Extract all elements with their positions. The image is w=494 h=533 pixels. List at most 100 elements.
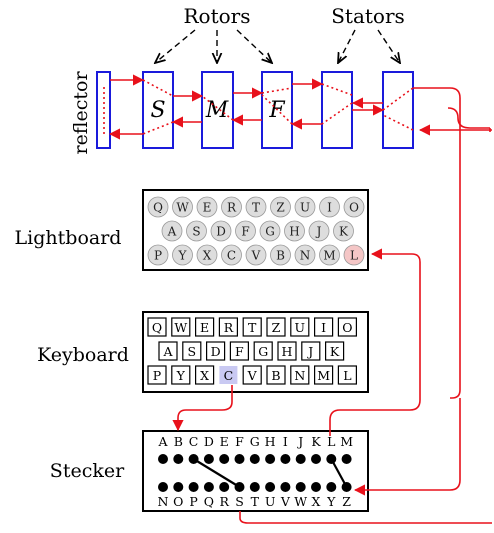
key-letter: P [153,368,161,383]
key-r[interactable] [218,317,238,337]
plug-socket-w[interactable] [295,482,306,492]
lamp-letter: G [265,225,275,239]
stecker-letter: B [174,434,183,449]
lamp-h [284,220,305,242]
lamp-v [245,244,267,266]
key-letter: S [188,344,197,359]
key-y[interactable] [171,365,191,385]
plug-socket-x[interactable] [311,482,321,492]
lamp-s [186,220,207,242]
lamp-p [147,244,169,266]
keyboard-label: Keyboard [37,344,129,366]
plug-socket-f[interactable] [234,454,245,464]
reflector-label: reflector [70,71,92,155]
stecker-letter: X [312,494,321,509]
lamp-letter: X [203,249,212,263]
rotor-s-label: S [150,98,165,123]
stators-heading: Stators [331,4,405,28]
lamp-letter: C [227,249,236,263]
stecker-letter: L [327,434,335,449]
lamp-letter: R [227,201,237,215]
stecker-letter: C [189,434,199,449]
stecker-letter: I [283,434,288,449]
lamp-letter: L [350,249,358,263]
plug-socket-q[interactable] [203,482,214,492]
key-o[interactable] [337,317,357,337]
lamp-d [210,220,232,242]
key-letter: C [224,368,234,383]
key-x[interactable] [195,365,215,385]
key-e[interactable] [195,317,215,337]
lamp-letter: U [300,201,310,215]
plug-socket-g[interactable] [249,454,260,464]
plug-socket-v[interactable] [280,482,291,492]
rotor-signal-path [103,74,492,399]
stecker-letter: N [158,494,169,509]
plug-socket-y[interactable] [326,482,337,492]
lamp-j [308,220,330,242]
key-m[interactable] [314,365,334,385]
stator-2-box [382,71,414,149]
lamp-letter: O [349,201,359,215]
plug-socket-a[interactable] [158,454,168,464]
key-v[interactable] [242,365,262,385]
lamp-t [245,196,267,218]
lamp-f [235,220,256,242]
key-p[interactable] [147,365,167,385]
key-q[interactable] [147,317,167,337]
key-z[interactable] [266,317,286,337]
key-g[interactable] [253,341,273,361]
lamp-letter: A [167,225,177,239]
plug-socket-e[interactable] [219,454,230,464]
key-s[interactable] [182,341,202,361]
key-f[interactable] [229,341,249,361]
lamp-x [196,244,218,266]
key-d[interactable] [206,341,226,361]
lamp-n [294,244,316,266]
plug-socket-i[interactable] [280,454,291,464]
key-h[interactable] [277,341,297,361]
key-k[interactable] [325,341,345,361]
stecker-letter: G [250,434,260,449]
stecker-letter: P [189,494,197,509]
plug-socket-p[interactable] [188,482,199,492]
key-letter: U [295,320,306,335]
key-letter: T [248,320,257,335]
lamp-letter: D [216,225,226,239]
stecker-letter: T [251,494,260,509]
stecker-letter: V [280,494,291,509]
plug-socket-d[interactable] [203,454,214,464]
key-w[interactable] [171,317,191,337]
plug-cable-c-s [193,458,241,488]
key-letter: D [211,344,221,359]
plug-socket-m[interactable] [341,454,352,464]
key-t[interactable] [242,317,262,337]
rotors-pointer-arrows [155,29,272,63]
plug-socket-u[interactable] [265,482,276,492]
key-letter: F [235,344,244,359]
key-b[interactable] [266,365,286,385]
stecker-letter: H [265,434,276,449]
plug-socket-h[interactable] [265,454,276,464]
key-i[interactable] [314,317,334,337]
lamp-u [294,196,316,218]
plug-socket-b[interactable] [173,454,184,464]
stecker-letter: D [204,434,214,449]
rotors-heading: Rotors [183,4,250,28]
key-letter: B [271,368,280,383]
key-n[interactable] [290,365,310,385]
plug-socket-o[interactable] [173,482,184,492]
key-j[interactable] [301,341,321,361]
lamp-w [172,196,193,218]
plug-socket-t[interactable] [249,482,260,492]
key-pressed-c[interactable] [219,366,238,384]
key-a[interactable] [158,341,178,361]
plug-socket-j[interactable] [295,454,306,464]
plug-signal-wires [172,128,492,524]
plug-socket-k[interactable] [311,454,321,464]
plug-socket-r[interactable] [219,482,230,492]
key-u[interactable] [290,317,310,337]
plug-socket-n[interactable] [158,482,168,492]
key-l[interactable] [337,365,357,385]
